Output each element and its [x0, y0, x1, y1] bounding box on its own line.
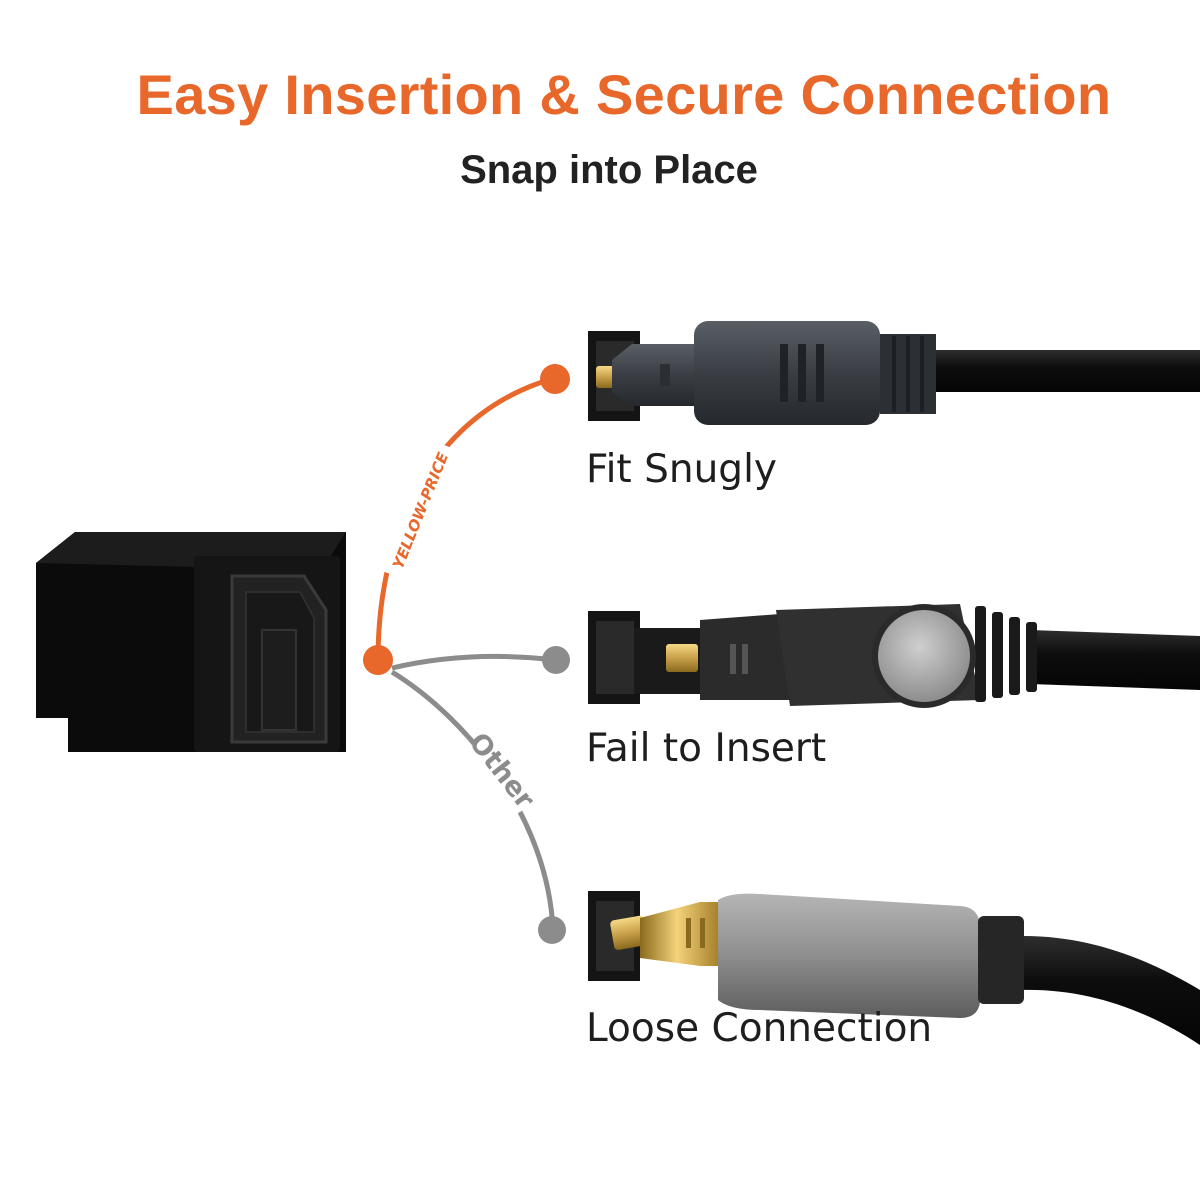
good-path-branch: YELLOW-PRICE [359, 364, 570, 675]
toslink-port-block [36, 532, 346, 752]
loose-connection-illustration [588, 891, 1200, 1045]
other-path-branches: Other [390, 646, 570, 944]
fit-snugly-illustration [588, 321, 1200, 425]
page-title: Easy Insertion & Secure Connection [136, 63, 1112, 126]
page-subtitle: Snap into Place [460, 148, 758, 192]
option-label-fit-snugly: Fit Snugly [586, 447, 777, 492]
option-label-fail-to-insert: Fail to Insert [586, 726, 827, 771]
fail-to-insert-illustration [588, 604, 1200, 708]
option-label-loose-connection: Loose Connection [586, 1006, 933, 1051]
